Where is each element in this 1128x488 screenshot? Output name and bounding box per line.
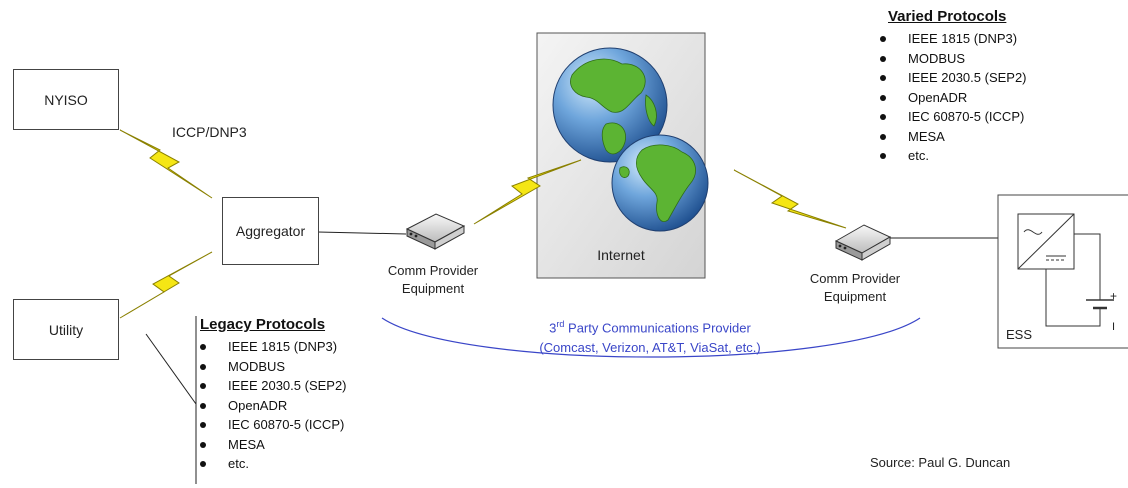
battery-plus-sign: + <box>1110 289 1118 303</box>
provider-line2: (Comcast, Verizon, AT&T, ViaSat, etc.) <box>539 340 761 356</box>
list-item: IEEE 2030.5 (SEP2) <box>878 68 1078 88</box>
varied-protocols-list: Varied Protocols IEEE 1815 (DNP3) MODBUS… <box>878 8 1078 166</box>
legacy-protocols-title: Legacy Protocols <box>200 316 326 333</box>
list-item: IEEE 1815 (DNP3) <box>198 337 398 357</box>
source-credit: Source: Paul G. Duncan <box>870 455 1011 470</box>
third-party-provider-label: 3rd Party Communications Provider (Comca… <box>440 314 860 358</box>
aggregator-label: Aggregator <box>235 223 306 239</box>
battery-icon <box>1045 233 1114 327</box>
comm-right-line1: Comm Provider <box>809 271 901 286</box>
list-item: MODBUS <box>878 49 1078 69</box>
iccp-dnp3-label: ICCP/DNP3 <box>172 124 247 140</box>
modem-icon <box>405 213 466 250</box>
inverter-icon <box>1017 213 1075 270</box>
list-item: OpenADR <box>878 88 1078 108</box>
utility-node: Utility <box>13 299 119 360</box>
list-item: MESA <box>198 435 398 455</box>
utility-to-legacy-line <box>145 333 197 405</box>
comm-provider-right-label: Comm Provider Equipment <box>787 270 923 306</box>
aggregator-to-modem-line <box>317 231 407 235</box>
provider-line1: 3rd Party Communications Provider <box>549 319 751 336</box>
comm-right-line2: Equipment <box>823 289 887 304</box>
lightning-bolt-icon <box>473 159 582 225</box>
lightning-bolt-icon <box>733 169 847 229</box>
globe-icon <box>611 134 709 232</box>
list-item: IEEE 1815 (DNP3) <box>878 29 1078 49</box>
list-item: OpenADR <box>198 396 398 416</box>
lightning-bolt-icon <box>119 129 213 199</box>
modem-icon <box>834 224 892 261</box>
list-item: IEC 60870-5 (ICCP) <box>878 107 1078 127</box>
comm-provider-left-label: Comm Provider Equipment <box>365 262 501 298</box>
comm-left-line1: Comm Provider <box>387 263 479 278</box>
list-item: MESA <box>878 127 1078 147</box>
list-item: etc. <box>198 454 398 474</box>
list-item: IEC 60870-5 (ICCP) <box>198 415 398 435</box>
provider-arc <box>381 317 921 358</box>
nyiso-label: NYISO <box>44 91 88 108</box>
battery-minus-sign: I <box>1112 321 1116 333</box>
aggregator-node: Aggregator <box>222 197 319 265</box>
list-item: etc. <box>878 146 1078 166</box>
nyiso-node: NYISO <box>13 69 119 130</box>
varied-protocols-title: Varied Protocols <box>888 8 1007 25</box>
list-item: MODBUS <box>198 357 398 377</box>
legacy-protocols-list: Legacy Protocols IEEE 1815 (DNP3) MODBUS… <box>198 316 398 474</box>
lightning-bolt-icon <box>119 251 213 319</box>
globe-icon <box>552 47 668 163</box>
utility-label: Utility <box>48 321 84 338</box>
list-item: IEEE 2030.5 (SEP2) <box>198 376 398 396</box>
comm-left-line2: Equipment <box>401 281 465 296</box>
internet-label: Internet <box>597 247 645 263</box>
ess-label: ESS <box>1006 327 1033 342</box>
